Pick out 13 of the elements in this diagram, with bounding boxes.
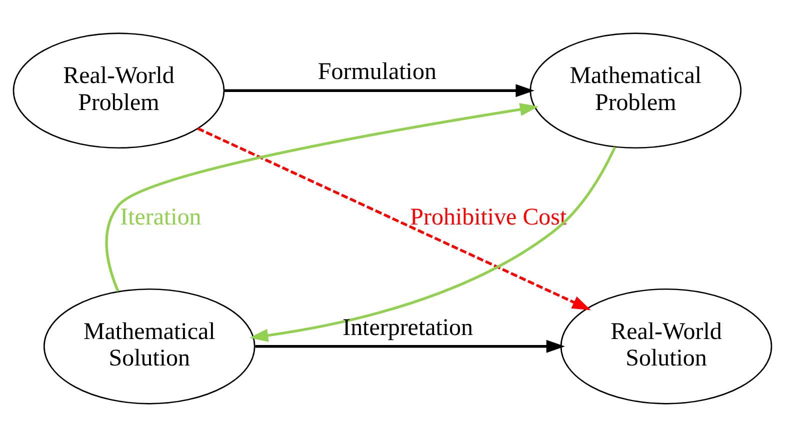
edge-label: Interpretation xyxy=(342,314,474,340)
edge-label: Formulation xyxy=(318,58,436,85)
node-ellipse: Real-World Solution xyxy=(560,288,772,404)
arrow xyxy=(249,146,616,342)
arrow xyxy=(105,102,539,292)
edge-label: Iteration xyxy=(120,204,202,230)
edge-label: Prohibitive Cost xyxy=(410,204,567,230)
arrow xyxy=(224,84,534,97)
node-ellipse: Real-World Problem xyxy=(12,32,225,148)
node-ellipse: Mathematical Solution xyxy=(43,288,256,404)
arrow xyxy=(197,126,591,310)
node-ellipse: Mathematical Problem xyxy=(530,32,742,148)
arrow xyxy=(255,339,566,352)
